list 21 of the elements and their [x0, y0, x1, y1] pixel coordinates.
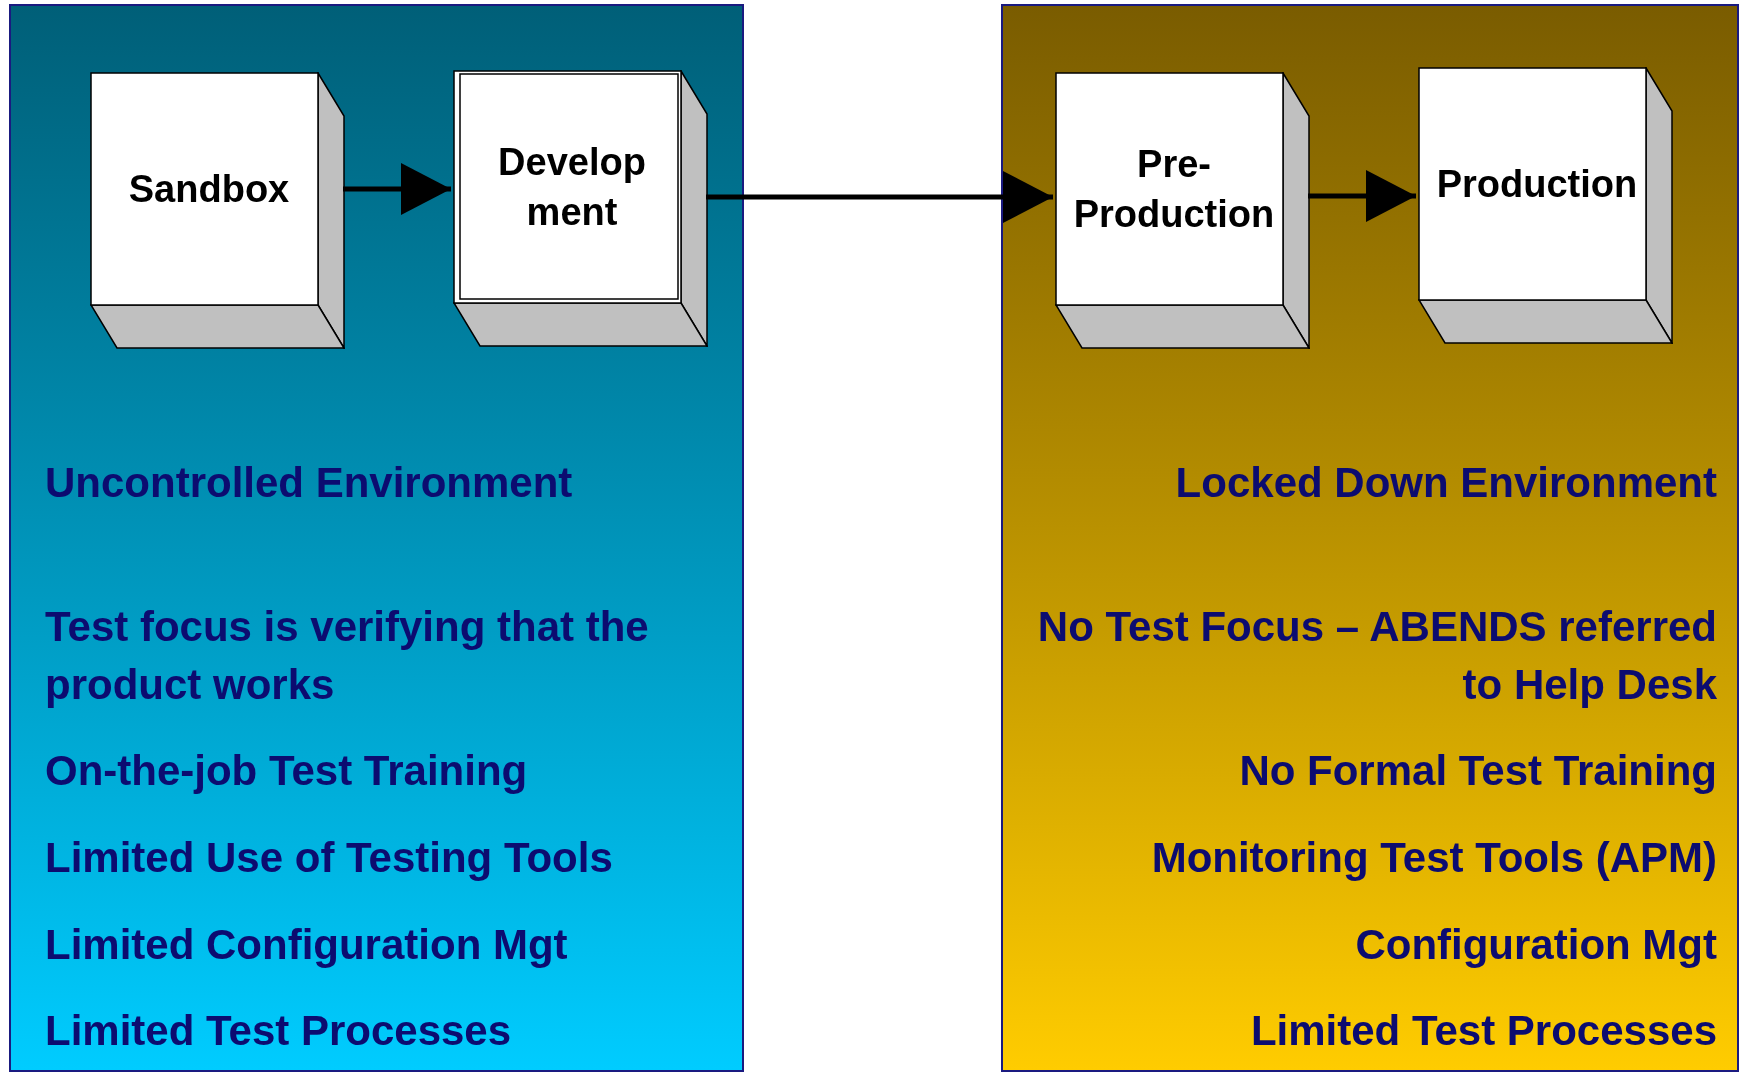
arrow: [343, 163, 451, 215]
box-label: Sandbox: [127, 166, 291, 212]
panel-note: On-the-job Test Training: [45, 746, 529, 796]
panel-note: No Test Focus – ABENDS referred to Help Desk: [1036, 602, 1717, 710]
panel-note: Test focus is verifying that the product works: [45, 602, 650, 710]
environment-panel: [1001, 4, 1739, 1072]
panel-note: Monitoring Test Tools (APM): [1150, 833, 1717, 883]
panel-note: Limited Use of Testing Tools: [45, 833, 614, 883]
arrow: [1308, 170, 1416, 222]
panel-note: Limited Test Processes: [45, 1006, 513, 1056]
panel-note: Configuration Mgt: [1354, 920, 1717, 970]
panel-note: No Formal Test Training: [1238, 746, 1717, 796]
box-label: Production: [1435, 161, 1639, 207]
panel-heading: Locked Down Environment: [1174, 458, 1717, 508]
box-label: Develop ment: [497, 139, 647, 235]
panel-heading: Uncontrolled Environment: [45, 458, 574, 508]
panel-note: Limited Test Processes: [1249, 1006, 1717, 1056]
box-label: Pre- Production: [1072, 141, 1276, 237]
arrow: [706, 171, 1053, 223]
environment-panel: [9, 4, 744, 1072]
panel-note: Limited Configuration Mgt: [45, 920, 569, 970]
